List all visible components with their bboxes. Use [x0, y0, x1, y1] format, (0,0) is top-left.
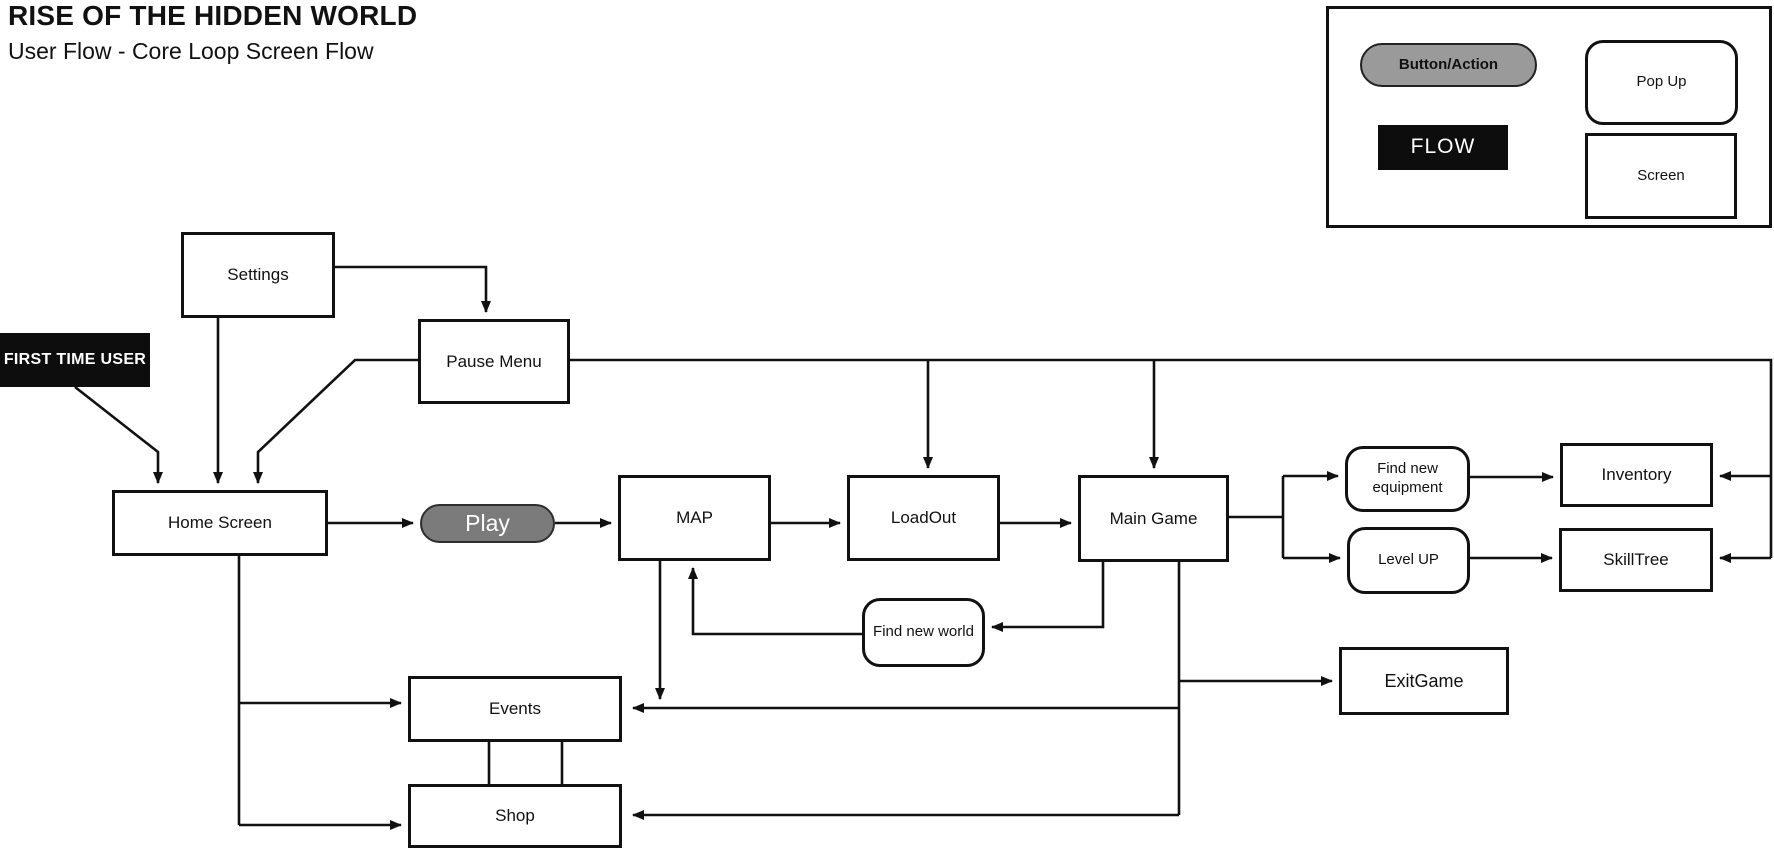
edge-main-game-right-branch: [1229, 476, 1285, 558]
node-events: Events: [408, 676, 622, 742]
legend-button-action: Button/Action: [1360, 43, 1537, 87]
node-find-new-equipment-label: Find new equipment: [1372, 460, 1443, 496]
node-map: MAP: [618, 475, 771, 561]
page-title: RISE OF THE HIDDEN WORLD: [8, 0, 418, 31]
legend-screen-label: Screen: [1637, 166, 1685, 184]
node-settings-label: Settings: [227, 265, 289, 285]
legend-button-action-label: Button/Action: [1398, 55, 1499, 73]
node-events-label: Events: [489, 699, 541, 719]
node-home-screen-label: Home Screen: [168, 513, 272, 533]
node-main-game: Main Game: [1078, 475, 1229, 562]
legend-flow: FLOW: [1378, 125, 1508, 170]
legend-flow-label: FLOW: [1410, 135, 1476, 159]
node-inventory-label: Inventory: [1601, 465, 1672, 485]
node-find-new-world-label: Find new world: [873, 623, 974, 641]
edge-pause-menu-main-line: [570, 358, 1773, 558]
node-level-up: Level UP: [1347, 527, 1470, 594]
node-play-label: Play: [465, 510, 510, 537]
node-shop: Shop: [408, 784, 622, 848]
node-play-button: Play: [420, 504, 555, 543]
node-exit-game: ExitGame: [1339, 647, 1509, 715]
node-pause-menu: Pause Menu: [418, 319, 570, 404]
edge-find-new-world-to-map: [688, 567, 862, 636]
legend-popup: Pop Up: [1585, 40, 1738, 125]
legend-screen: Screen: [1585, 133, 1737, 219]
node-home-screen: Home Screen: [112, 490, 328, 556]
edge-pause-menu-to-home-screen: [253, 358, 418, 484]
node-skilltree-label: SkillTree: [1603, 550, 1669, 570]
edge-settings-to-pause-menu: [335, 265, 491, 313]
node-main-game-label: Main Game: [1109, 508, 1198, 528]
node-settings: Settings: [181, 232, 335, 318]
edge-main-game-to-find-new-world: [991, 562, 1105, 632]
node-shop-label: Shop: [495, 806, 535, 826]
node-loadout-label: LoadOut: [890, 508, 957, 528]
page-subtitle: User Flow - Core Loop Screen Flow: [8, 38, 374, 64]
node-map-label: MAP: [676, 508, 713, 528]
node-first-time-user: FIRST TIME USER: [0, 333, 150, 387]
node-find-new-equipment: Find new equipment: [1345, 446, 1470, 512]
node-level-up-label: Level UP: [1378, 551, 1439, 569]
node-find-new-world: Find new world: [862, 598, 985, 667]
node-inventory: Inventory: [1560, 443, 1713, 507]
edge-first-time-user-to-home-screen: [74, 385, 163, 484]
node-skilltree: SkillTree: [1559, 528, 1713, 592]
node-loadout: LoadOut: [847, 475, 1000, 561]
node-first-time-user-label: FIRST TIME USER: [3, 351, 147, 368]
node-exit-game-label: ExitGame: [1384, 670, 1464, 691]
node-pause-menu-label: Pause Menu: [446, 351, 542, 371]
legend-popup-label: Pop Up: [1636, 73, 1687, 91]
